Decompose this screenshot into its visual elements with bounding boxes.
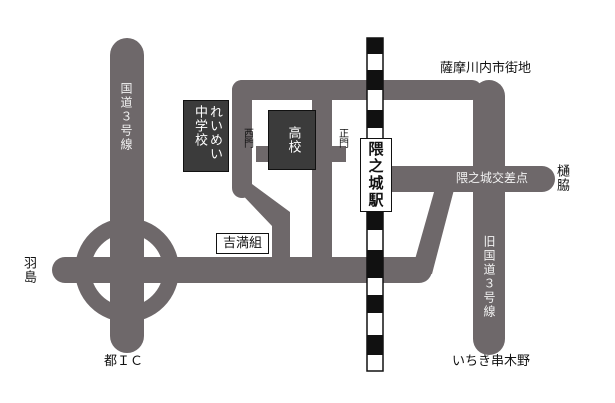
station-box: 隈之城駅 bbox=[360, 138, 392, 212]
old-route3-road bbox=[473, 80, 505, 355]
junior-high-label: れいめい中学校 bbox=[192, 105, 222, 161]
label-satsuma-sendai: 薩摩川内市街地 bbox=[440, 61, 532, 76]
label-ichiki-kushikino: いちき串木野 bbox=[452, 354, 531, 369]
main-gate-label: 正門 bbox=[336, 128, 348, 148]
label-kumanojo-junction: 隈之城交差点 bbox=[456, 171, 529, 185]
high-school-label: 高校 bbox=[285, 126, 301, 154]
junior-high-building: れいめい中学校 bbox=[183, 100, 229, 172]
road-network bbox=[52, 38, 555, 355]
main-east-west-road bbox=[52, 257, 432, 283]
yoshimitsu-label: 吉満組 bbox=[216, 233, 270, 254]
label-hashima: 羽島 bbox=[21, 256, 36, 284]
label-route3: 国道３号線 bbox=[119, 82, 133, 152]
inner-road bbox=[312, 80, 332, 265]
west-gate-label: 西門 bbox=[241, 128, 253, 148]
west-connector-road bbox=[272, 212, 290, 267]
label-miyako-ic: 都ＩＣ bbox=[104, 354, 144, 369]
west-loop-road bbox=[232, 80, 252, 198]
north-road bbox=[232, 80, 482, 100]
diagonal-road bbox=[412, 178, 456, 274]
route3-road bbox=[110, 38, 144, 353]
interchange-ring bbox=[75, 218, 179, 322]
hiwaki-road bbox=[375, 166, 555, 192]
label-old-route3: 旧国道３号線 bbox=[482, 235, 496, 319]
label-hiwaki: 樋脇 bbox=[554, 164, 569, 192]
station-label: 隈之城駅 bbox=[366, 141, 385, 209]
high-school-building: 高校 bbox=[268, 110, 316, 170]
